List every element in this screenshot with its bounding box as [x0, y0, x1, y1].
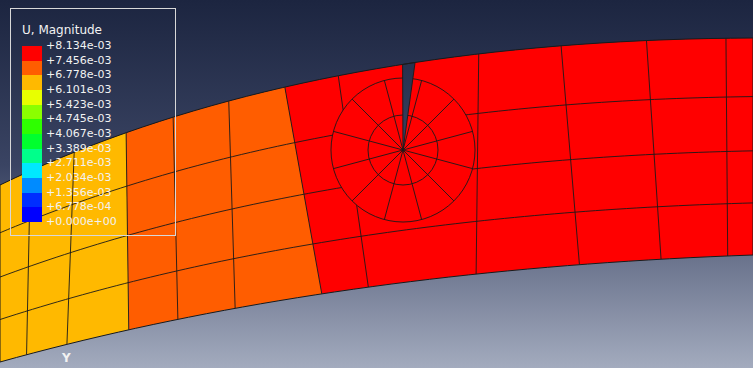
- mesh-line: [646, 41, 661, 260]
- crack-ray: [403, 131, 473, 150]
- mesh: [0, 38, 753, 355]
- mesh-line: [126, 133, 129, 330]
- crack-ray: [352, 150, 403, 201]
- crack-ray: [384, 80, 403, 150]
- mesh-line: [229, 101, 235, 308]
- legend-value: +4.745e-03: [46, 113, 111, 124]
- mesh-line: [0, 97, 753, 233]
- mesh-line: [476, 54, 479, 274]
- legend-value: +6.778e-04: [46, 201, 111, 212]
- mesh-line: [561, 46, 579, 265]
- crack-ray: [333, 150, 403, 169]
- legend-swatch: [22, 163, 42, 178]
- legend-value: +5.423e-03: [46, 99, 111, 110]
- axis-label: Y: [62, 352, 71, 364]
- beam-outline: [0, 38, 753, 362]
- legend-swatch: [22, 46, 42, 61]
- mesh-line: [285, 87, 322, 294]
- crack-ray: [352, 99, 403, 150]
- legend-value: +2.711e-03: [46, 157, 111, 168]
- contour-region: [0, 133, 129, 362]
- mesh-line: [338, 76, 368, 287]
- legend-swatch: [22, 193, 42, 208]
- mesh-line: [0, 203, 753, 320]
- legend-box: [11, 9, 176, 236]
- crack-ray: [403, 150, 473, 169]
- legend-value: +4.067e-03: [46, 128, 111, 139]
- crack-ray: [403, 150, 454, 201]
- legend-swatch: [22, 75, 42, 90]
- legend-value: +3.389e-03: [46, 143, 111, 154]
- crack-ray: [384, 150, 403, 220]
- legend-value: +8.134e-03: [46, 40, 111, 51]
- crack-ray: [333, 131, 403, 150]
- legend-value: +6.101e-03: [46, 84, 111, 95]
- legend-swatch: [22, 178, 42, 193]
- legend-swatch: [22, 207, 42, 222]
- legend-title: U, Magnitude: [22, 24, 102, 36]
- legend-swatch: [22, 119, 42, 134]
- legend-swatch: [22, 149, 42, 164]
- crack-ray: [403, 150, 422, 220]
- legend-value: +7.456e-03: [46, 55, 111, 66]
- legend-value: +2.034e-03: [46, 172, 111, 183]
- legend-swatch: [22, 134, 42, 149]
- legend-value: +0.000e+00: [46, 216, 117, 227]
- crack: [403, 62, 415, 150]
- legend-swatch: [22, 105, 42, 120]
- legend-value: +6.778e-03: [46, 69, 111, 80]
- crack-ray: [403, 99, 454, 150]
- contour-region: [285, 38, 753, 294]
- mesh-line: [0, 151, 753, 277]
- legend-swatch: [22, 61, 42, 76]
- mesh-line: [726, 38, 728, 256]
- legend-swatch: [22, 90, 42, 105]
- legend-value: +1.356e-03: [46, 187, 111, 198]
